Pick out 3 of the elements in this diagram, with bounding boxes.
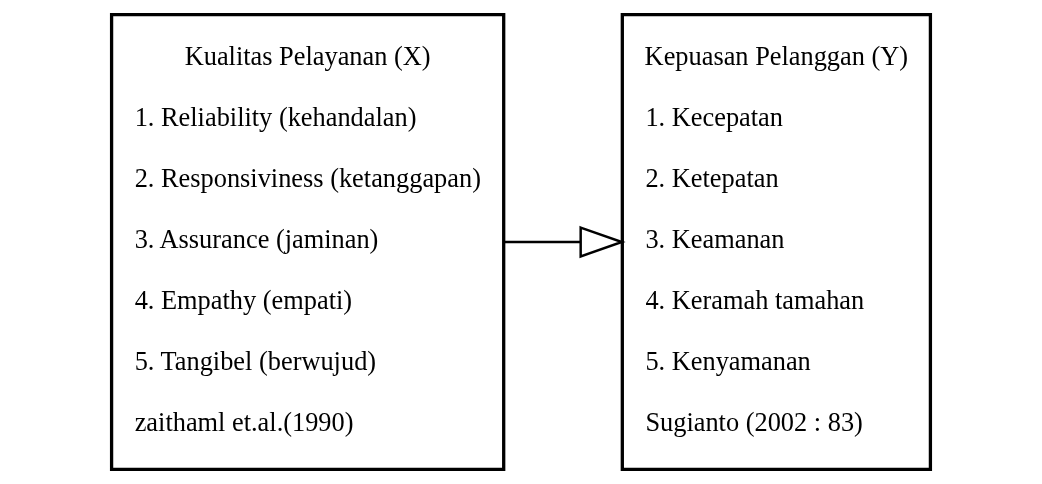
node-box: Kualitas Pelayanan (X) 1. Reliability (kehandalan) 2. Responsiviness (ketanggapan) 3. Assurance (jaminan) 4. Empathy (empati) 5. Tangibel (berwujud) zaithaml et.al.(1990) (109, 13, 506, 471)
node-box: Kepuasan Pelanggan (Y) 1. Kecepatan 2. Ketepatan 3. Keamanan 4. Keramah tamahan 5. Kenyamanan Sugianto (2002 : 83) (620, 13, 933, 471)
arrow (504, 225, 626, 259)
